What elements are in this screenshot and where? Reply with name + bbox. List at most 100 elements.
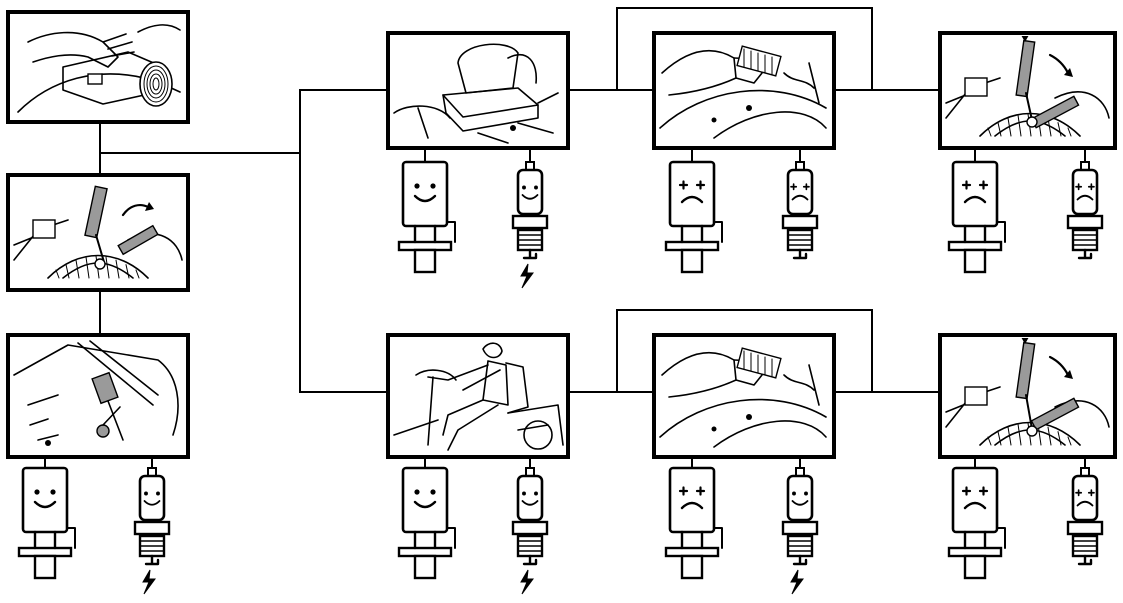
operator-head (482, 342, 503, 359)
panel-border (386, 31, 570, 150)
fingers (102, 33, 135, 57)
brake-knob (96, 424, 110, 438)
console-ridge (1017, 114, 1022, 137)
eye-right (804, 491, 808, 496)
pedal (91, 371, 119, 405)
cable (137, 24, 181, 33)
fender-right (1054, 91, 1110, 119)
frown (963, 195, 987, 204)
panel-border (652, 31, 836, 150)
sensor-pin (413, 554, 437, 580)
lever-grip-2 (1030, 397, 1080, 431)
eye-cross-right (1087, 489, 1095, 497)
sensor-sad-icon (947, 160, 1006, 274)
bolt (746, 105, 752, 111)
console-arc (47, 254, 149, 279)
sensor-neck (680, 530, 704, 550)
plug-insulator (138, 474, 166, 522)
sensor-neck (680, 224, 704, 244)
plug-electrode (1077, 554, 1093, 566)
down-arrow (1021, 338, 1029, 344)
sensor-pin (963, 554, 987, 580)
sensor-body (951, 466, 999, 534)
console-ridge (1047, 426, 1052, 446)
eye-cross-left (1075, 489, 1083, 497)
plug-hex (781, 520, 819, 536)
eye-left (792, 491, 796, 496)
bolt-2 (711, 426, 717, 432)
plug-electrode (792, 248, 808, 260)
panel-border (6, 10, 190, 124)
motion-arrow (121, 204, 150, 217)
sensor-base (664, 546, 720, 558)
eye-cross-left (790, 183, 798, 191)
console-ridge (1017, 423, 1022, 446)
wheel-hub (139, 61, 173, 107)
sensor-bracket (996, 527, 1006, 549)
hand-arm (27, 31, 119, 68)
floor-lines (27, 394, 59, 441)
wheel-ring (143, 65, 169, 103)
eye-cross-right (695, 180, 706, 190)
seat-curve-2 (713, 420, 827, 448)
frown (963, 501, 987, 510)
lever-pivot (1026, 425, 1038, 437)
plug-insulator (1071, 474, 1099, 522)
sensor-bracket (446, 221, 456, 243)
sensor-body (401, 466, 449, 534)
console-ridge (1007, 426, 1012, 446)
sensor-bracket (713, 221, 723, 243)
knob-stem (102, 406, 121, 426)
spark-plug-sad-no-spark-icon (781, 161, 819, 260)
eye-left (414, 183, 420, 189)
sensor-bracket (996, 221, 1006, 243)
spark-bolt (520, 569, 534, 595)
connector-branch-lower (299, 153, 388, 393)
column (427, 376, 434, 446)
spark-plug-happy-spark-icon (133, 467, 171, 595)
sensor-body (951, 160, 999, 228)
sensor-bracket (446, 527, 456, 549)
spark-plug-happy-spark-icon (511, 161, 549, 289)
steering-wheel (393, 105, 451, 119)
operator-arms (427, 364, 501, 391)
sensor-pin (680, 248, 704, 274)
sensor-base (17, 546, 73, 558)
plug-insulator (786, 474, 814, 522)
panel-p9 (938, 333, 1117, 459)
panel-border (938, 333, 1117, 459)
sensor-pin (33, 554, 57, 580)
connector-left-to-branches (100, 89, 388, 154)
pedal-arm (107, 400, 124, 441)
console-ridge (135, 269, 140, 279)
sensor-body (668, 466, 716, 534)
eye-right (50, 489, 56, 495)
frame-rails (77, 340, 159, 406)
deck-edge (13, 344, 179, 436)
eye-cross-left (678, 180, 689, 190)
spark-bolt (142, 569, 156, 595)
connector-lines (99, 7, 940, 393)
operator-legs (442, 399, 499, 451)
eye-left (522, 491, 526, 496)
motion-arrow (1048, 53, 1070, 75)
sensor-body (401, 160, 449, 228)
console-ridge (75, 259, 80, 279)
lever-pivot (94, 258, 106, 270)
scene-hand-lever-raised (13, 185, 183, 279)
eye-cross-right (695, 486, 706, 496)
scene-hand-lever-pushed-down (945, 338, 1110, 446)
control-block (964, 386, 988, 406)
plug-electrode (1077, 248, 1093, 260)
lever-grip (1015, 341, 1036, 400)
panel-border (938, 31, 1117, 150)
frown (680, 195, 704, 204)
plug-insulator (516, 474, 544, 522)
scene-operator-seated (393, 342, 564, 451)
plug-electrode (522, 248, 538, 260)
console-ridge (997, 431, 1002, 446)
plug-electrode (144, 554, 160, 566)
sensor-neck (963, 224, 987, 244)
frown (1076, 500, 1094, 507)
switch-block (736, 347, 782, 379)
